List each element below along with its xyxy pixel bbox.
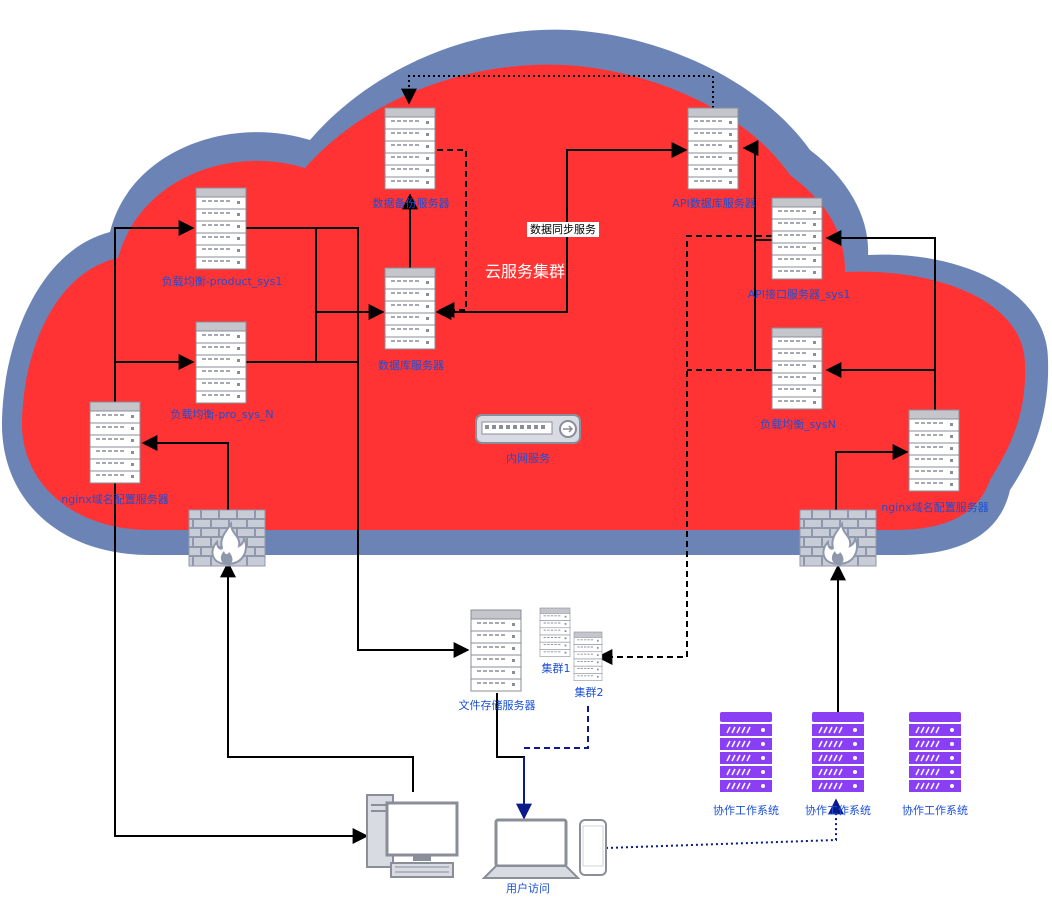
collab1-label: 协作工作系统 xyxy=(713,804,779,817)
firewall-left-icon xyxy=(188,509,266,567)
dashed-connectors xyxy=(437,149,772,665)
desktop-pc-icon[interactable] xyxy=(366,794,459,878)
lb-sysn-label: 负载均衡_sysN xyxy=(760,418,836,431)
cluster2-label: 集群2 xyxy=(574,686,604,699)
nginx-left-server-icon[interactable] xyxy=(89,401,141,484)
collab3-label: 协作工作系统 xyxy=(902,804,968,817)
firewall-right-icon xyxy=(799,509,877,567)
lb-pro-n-label: 负载均衡-pro_sys_N xyxy=(170,408,274,421)
cluster2-server-icon[interactable] xyxy=(573,631,603,682)
cluster1-server-icon[interactable] xyxy=(539,607,571,658)
db-server-label: 数据库服务器 xyxy=(378,359,444,372)
collab3-server-icon[interactable] xyxy=(908,711,962,793)
sync-service-label: 数据同步服务 xyxy=(527,222,599,237)
api-sys1-label: API接口服务器_sys1 xyxy=(747,288,851,301)
connectors xyxy=(114,140,936,844)
nginx-right-server-icon[interactable] xyxy=(908,409,960,492)
switch-icon xyxy=(475,414,581,444)
dotted-connectors xyxy=(401,75,714,108)
lb-product-label: 负载均衡-product_sys1 xyxy=(161,275,283,288)
lb-product-server-icon[interactable] xyxy=(195,187,247,270)
db-server-icon[interactable] xyxy=(384,267,436,350)
file-storage-server-icon[interactable] xyxy=(470,609,522,692)
collab2-server-icon[interactable] xyxy=(811,711,865,793)
cluster1-label: 集群1 xyxy=(541,662,571,675)
phone-icon[interactable] xyxy=(579,819,607,876)
api-sys1-server-icon[interactable] xyxy=(771,197,823,280)
cloud-title: 云服务集群 xyxy=(484,262,566,281)
api-db-label: API数据库服务器 xyxy=(672,197,756,210)
backup-db-label: 数据备份服务器 xyxy=(372,197,450,210)
laptop-icon[interactable] xyxy=(481,818,581,879)
collab1-server-icon[interactable] xyxy=(719,711,773,793)
backup-db-server-icon[interactable] xyxy=(384,107,436,190)
user-access-label: 用户访问 xyxy=(506,882,550,895)
api-db-server-icon[interactable] xyxy=(687,107,739,190)
lb-sysn-server-icon[interactable] xyxy=(771,327,823,410)
nginx-right-label: nginx域名配置服务器 xyxy=(881,501,989,514)
navy-connectors xyxy=(516,706,844,849)
lb-pro-n-server-icon[interactable] xyxy=(195,321,247,404)
nginx-left-label: nginx域名配置服务器 xyxy=(61,493,169,506)
file-storage-label: 文件存储服务器 xyxy=(458,699,536,712)
collab2-label: 协作工作系统 xyxy=(805,804,871,817)
intranet-label: 内网服务 xyxy=(506,452,550,465)
cloud-inner xyxy=(21,64,1026,530)
